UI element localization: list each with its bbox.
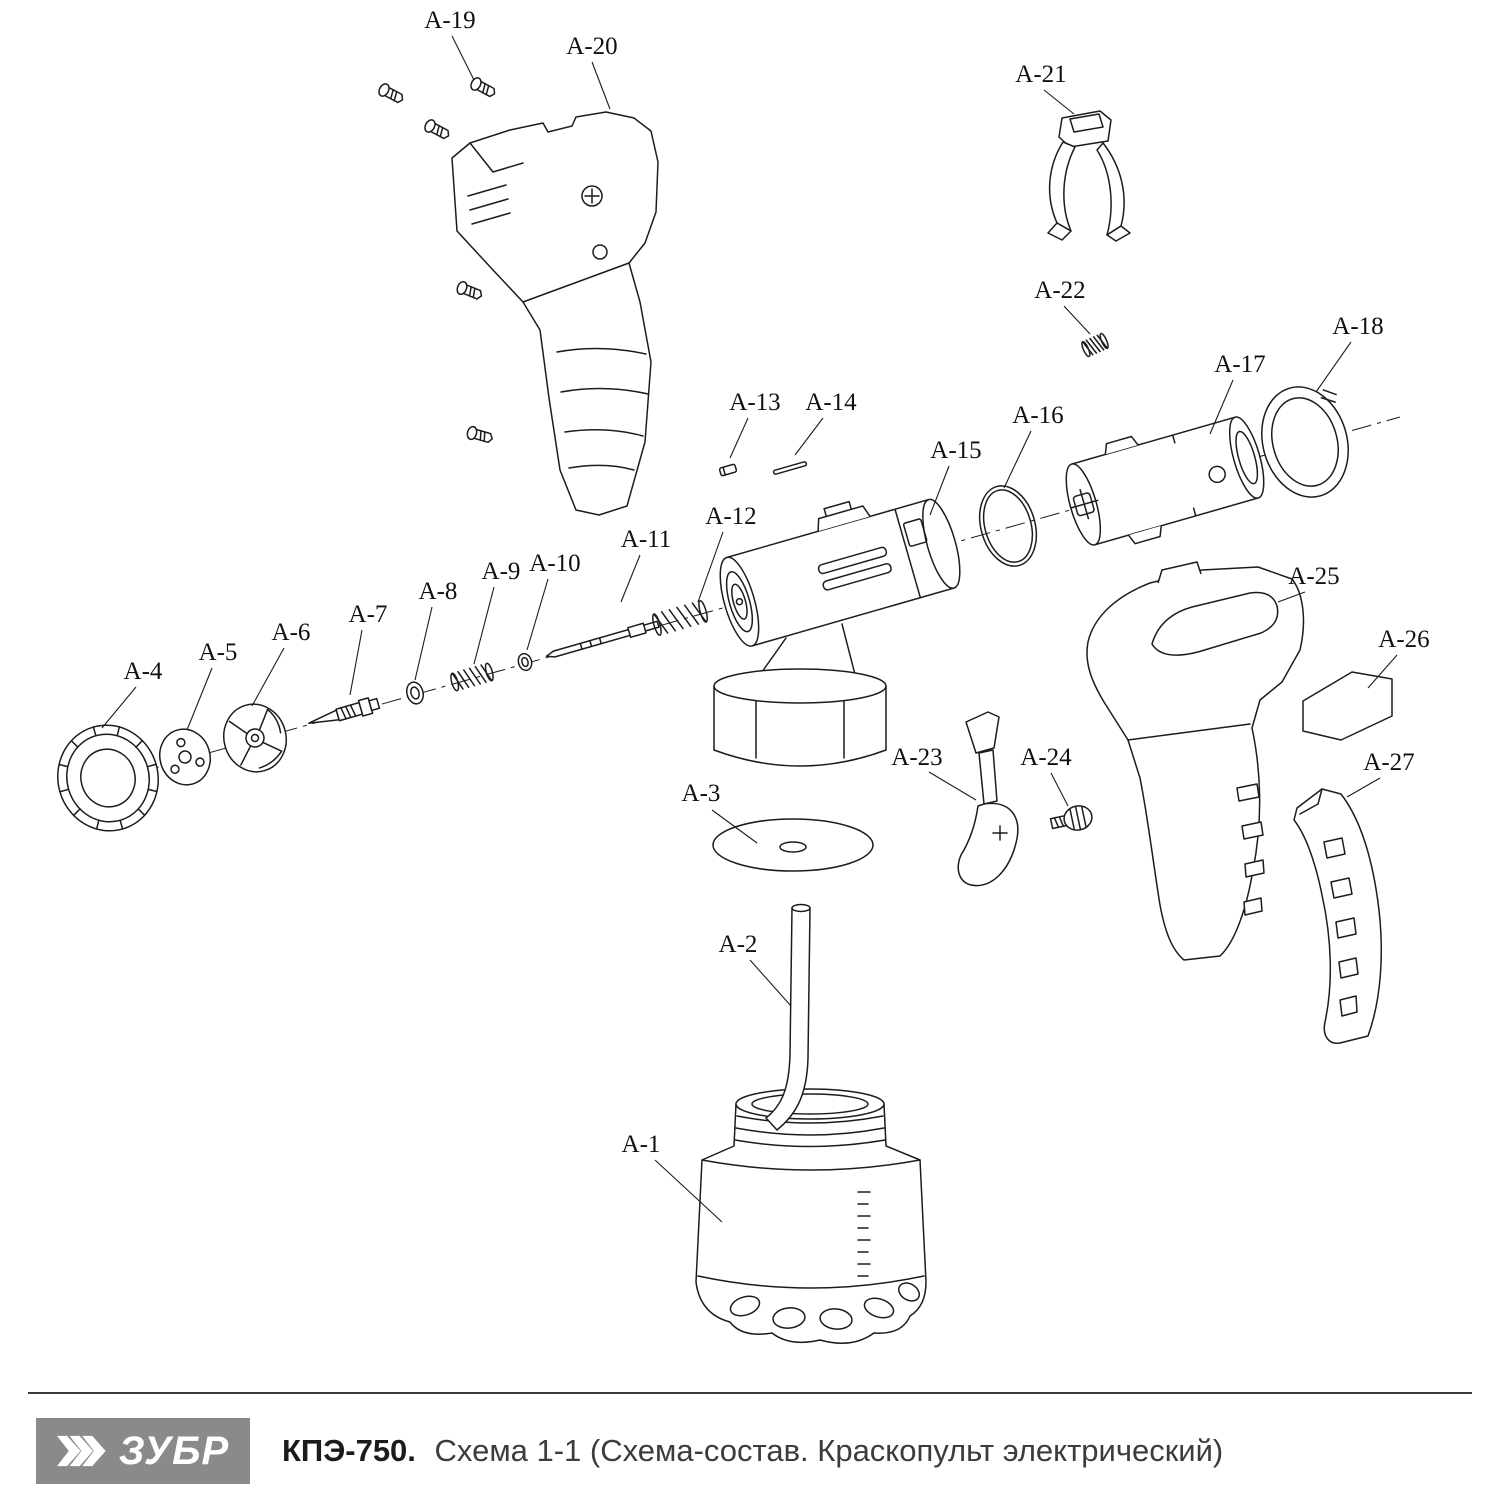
part-a26-plate (1302, 671, 1393, 741)
part-label-a19: A-19 (424, 7, 475, 34)
leader-a8 (414, 606, 433, 681)
part-label-a3: A-3 (682, 780, 721, 807)
leader-a23 (928, 771, 977, 801)
part-a14-pin (772, 461, 808, 475)
part-label-a13: A-13 (729, 389, 780, 416)
part-label-a24: A-24 (1020, 744, 1072, 771)
leader-a26 (1367, 654, 1398, 689)
leader-lines (101, 35, 1398, 1223)
part-a8-washer (405, 681, 425, 705)
leader-a27 (1346, 777, 1381, 798)
leader-a18 (1315, 341, 1352, 393)
part-label-a12: A-12 (705, 503, 756, 530)
part-label-a25: A-25 (1288, 563, 1339, 590)
leader-a15 (929, 465, 950, 516)
part-label-a4: A-4 (124, 658, 163, 685)
diagram-caption: КПЭ-750. Схема 1-1 (Схема-состав. Краско… (282, 1433, 1223, 1469)
part-a7-nozzle (308, 697, 381, 724)
part-label-a18: A-18 (1332, 313, 1383, 340)
leader-a13 (729, 417, 749, 459)
leader-a14 (794, 417, 824, 456)
part-a17-pump-cylinder (1065, 416, 1265, 546)
part-label-a8: A-8 (419, 578, 458, 605)
leader-a1 (654, 1159, 723, 1223)
footer: ЗУБР КПЭ-750. Схема 1-1 (Схема-состав. К… (0, 1392, 1500, 1484)
part-a16-o-ring (978, 485, 1038, 567)
part-a22-spring (1081, 332, 1109, 358)
part-a5-nozzle-plate (159, 728, 211, 786)
part-a13-pin (718, 463, 738, 477)
part-a12-spring (651, 600, 709, 636)
leader-a12 (697, 531, 724, 603)
part-a18-retaining-ring (1261, 386, 1349, 498)
part-a3-gasket (712, 818, 874, 872)
brand-logo: ЗУБР (36, 1418, 250, 1484)
leader-a2 (749, 959, 792, 1007)
leader-a6 (251, 647, 285, 707)
diagram-subtitle: Схема 1-1 (Схема-состав. Краскопульт эле… (434, 1433, 1224, 1468)
part-label-a9: A-9 (482, 558, 521, 585)
part-a15-spray-body (713, 498, 961, 767)
model-name: КПЭ-750. (282, 1433, 416, 1468)
part-label-a11: A-11 (621, 526, 671, 553)
part-a4-cap-nut (57, 724, 159, 832)
part-label-a20: A-20 (566, 33, 617, 60)
part-label-a6: A-6 (272, 619, 311, 646)
part-label-a1: A-1 (622, 1131, 661, 1158)
leader-a10 (526, 578, 549, 651)
part-label-a26: A-26 (1378, 626, 1429, 653)
part-a21-clip (1047, 110, 1131, 242)
part-label-a17: A-17 (1214, 351, 1265, 378)
part-a1-paint-container (695, 1088, 927, 1344)
part-a10-nut (517, 652, 533, 672)
leader-a19 (451, 35, 475, 81)
part-a24-knob-screw (1049, 805, 1093, 831)
part-label-a23: A-23 (891, 744, 942, 771)
leader-a3 (711, 809, 758, 844)
part-a25-housing-right (1086, 561, 1305, 961)
leader-a5 (186, 667, 213, 731)
screw (376, 81, 407, 107)
leader-a24 (1050, 772, 1069, 807)
part-label-a15: A-15 (930, 437, 981, 464)
leader-a4 (101, 686, 137, 729)
leader-a17 (1209, 379, 1234, 435)
container-mount (713, 623, 887, 767)
leader-a11 (620, 554, 641, 603)
leader-a21 (1043, 89, 1075, 115)
screw (422, 117, 453, 143)
part-a9-spring (450, 662, 494, 692)
part-a19-screws (376, 75, 499, 446)
screw (454, 279, 485, 303)
brand-name: ЗУБР (118, 1428, 230, 1473)
part-label-a16: A-16 (1012, 402, 1063, 429)
footer-divider (28, 1392, 1472, 1394)
leader-a20 (591, 61, 611, 110)
part-label-a7: A-7 (349, 601, 388, 628)
part-a11-needle-shaft (545, 620, 660, 658)
triple-chevron-arrow-icon (56, 1435, 106, 1467)
part-a23-trigger (957, 711, 1019, 887)
leader-a7 (349, 629, 363, 696)
part-a6-air-distributor (223, 703, 287, 773)
part-label-a10: A-10 (529, 550, 580, 577)
leader-a9 (473, 586, 495, 665)
part-a27-grip-cover (1293, 788, 1383, 1044)
part-label-a5: A-5 (199, 639, 238, 666)
part-a20-motor-housing (451, 111, 659, 516)
part-label-a2: A-2 (719, 931, 758, 958)
part-label-a14: A-14 (805, 389, 857, 416)
part-a2-suction-tube (765, 903, 811, 1131)
leader-a16 (1003, 430, 1032, 489)
leader-a22 (1063, 305, 1091, 335)
part-label-a22: A-22 (1034, 277, 1085, 304)
leader-a25 (1277, 591, 1306, 603)
part-labels: A-1 A-2 A-3 A-4 A-5 A-6 A-7 A-8 A-9 A-10… (124, 7, 1430, 1158)
part-label-a27: A-27 (1363, 749, 1414, 776)
screw (465, 424, 495, 446)
part-label-a21: A-21 (1015, 61, 1066, 88)
